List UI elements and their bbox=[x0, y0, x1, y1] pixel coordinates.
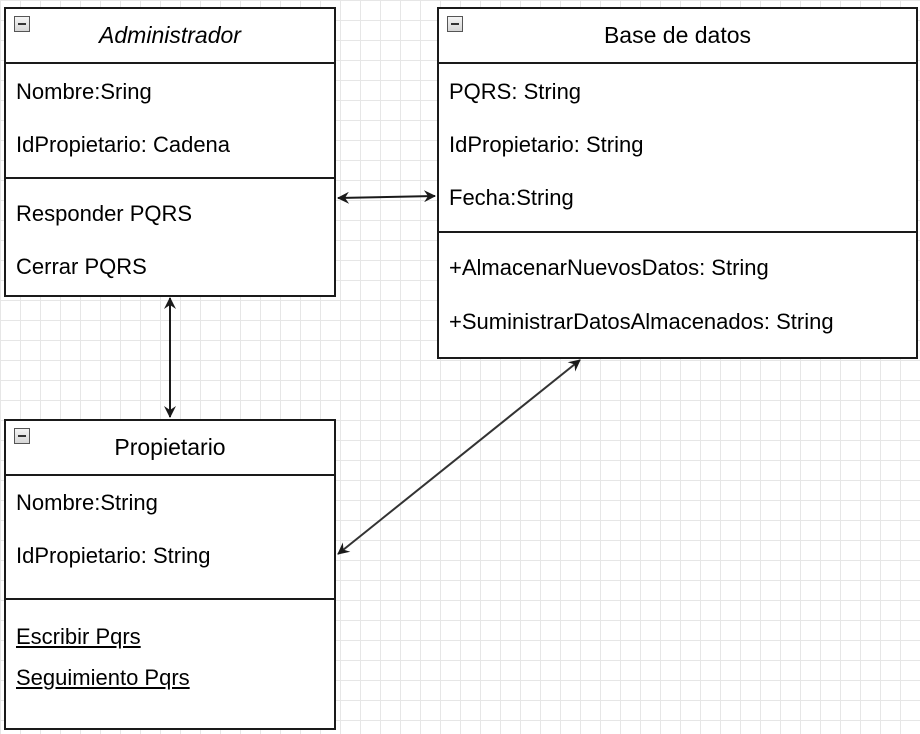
attribute-item[interactable]: Nombre:String bbox=[16, 490, 158, 515]
attribute-item[interactable]: IdPropietario: String bbox=[449, 132, 644, 157]
attribute-item[interactable]: PQRS: String bbox=[449, 79, 582, 104]
class-header: Propietario bbox=[6, 421, 334, 476]
methods-compartment: Responder PQRS Cerrar PQRS bbox=[6, 179, 334, 295]
attribute-item[interactable]: IdPropietario: Cadena bbox=[16, 132, 231, 157]
method-item[interactable]: Escribir Pqrs bbox=[16, 624, 141, 649]
collapse-icon[interactable] bbox=[14, 428, 30, 444]
collapse-icon[interactable] bbox=[14, 16, 30, 32]
attributes-compartment: PQRS: String IdPropietario: String Fecha… bbox=[439, 64, 916, 233]
method-item[interactable]: Cerrar PQRS bbox=[16, 254, 147, 279]
methods-compartment: Escribir Pqrs Seguimiento Pqrs bbox=[6, 600, 334, 728]
class-propietario[interactable]: Propietario Nombre:String IdPropietario:… bbox=[4, 419, 336, 730]
method-item[interactable]: Seguimiento Pqrs bbox=[16, 665, 190, 690]
class-name: Propietario bbox=[114, 434, 226, 460]
attribute-item[interactable]: IdPropietario: String bbox=[16, 543, 211, 568]
class-header: Administrador bbox=[6, 9, 334, 64]
association-propietario-database[interactable] bbox=[337, 359, 581, 555]
methods-compartment: +AlmacenarNuevosDatos: String +Suministr… bbox=[439, 233, 916, 357]
class-header: Base de datos bbox=[439, 9, 916, 64]
attribute-item[interactable]: Fecha:String bbox=[449, 185, 574, 210]
method-item[interactable]: Responder PQRS bbox=[16, 201, 193, 226]
collapse-icon[interactable] bbox=[447, 16, 463, 32]
attribute-item[interactable]: Nombre:Sring bbox=[16, 79, 152, 104]
association-admin-database[interactable] bbox=[337, 190, 436, 204]
attributes-compartment: Nombre:Sring IdPropietario: Cadena bbox=[6, 64, 334, 179]
method-item[interactable]: +SuministrarDatosAlmacenados: String bbox=[449, 309, 834, 334]
class-name: Administrador bbox=[99, 22, 241, 48]
class-base-de-datos[interactable]: Base de datos PQRS: String IdPropietario… bbox=[437, 7, 918, 359]
class-name: Base de datos bbox=[603, 22, 752, 48]
class-administrador[interactable]: Administrador Nombre:Sring IdPropietario… bbox=[4, 7, 336, 297]
method-item[interactable]: +AlmacenarNuevosDatos: String bbox=[449, 255, 769, 280]
attributes-compartment: Nombre:String IdPropietario: String bbox=[6, 476, 334, 600]
